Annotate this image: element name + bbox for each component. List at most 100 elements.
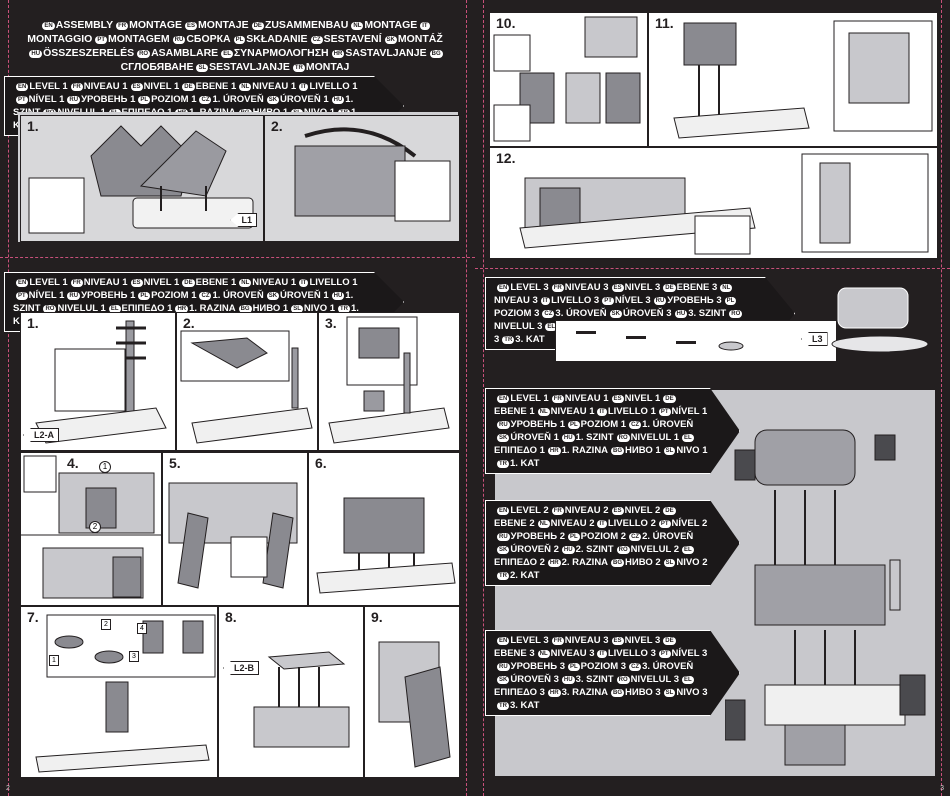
language-label: 2. ÚROVEŇ [642, 531, 694, 542]
language-code-badge: CZ [631, 664, 640, 670]
language-code-badge: RO [137, 50, 151, 58]
language-code-badge: BG [613, 560, 623, 566]
step-1-panel: 1. L1 [20, 115, 264, 242]
language-code-badge: ES [613, 638, 622, 644]
language-label: ÚROVEŇ 1 [510, 432, 559, 443]
step-number: 6. [315, 455, 327, 471]
language-label: POZIOM 1 [151, 94, 197, 105]
language-label: NIVEL 1 [143, 277, 180, 288]
language-code-badge: RO [731, 311, 741, 317]
language-code-badge: CZ [310, 36, 323, 44]
language-label: NIVEL 3 [624, 282, 661, 293]
language-code-badge: HU [333, 97, 343, 103]
language-code-badge: BG [240, 306, 250, 312]
l2b-tag: L2-B [223, 661, 259, 675]
language-code-badge: FR [72, 280, 81, 286]
language-code-badge: SL [665, 560, 674, 566]
language-label: NIVELUL 2 [630, 544, 679, 555]
language-code-badge: DE [665, 396, 674, 402]
language-label: SESTAVLJANJE [209, 61, 290, 73]
language-code-badge: EN [42, 22, 55, 30]
language-label: ΕΠΙΠΕΔΟ 1 [494, 445, 545, 456]
language-label: УРОВЕНЬ 3 [667, 295, 722, 306]
language-label: NIVEL 1 [624, 393, 661, 404]
language-label: MONTAGE [129, 19, 183, 31]
language-code-badge: EL [684, 677, 692, 683]
language-label: LIVELLO 3 [607, 648, 656, 659]
callout-2: 2 [89, 521, 101, 533]
language-code-badge: RU [69, 97, 79, 103]
language-code-badge: IT [599, 409, 605, 415]
language-code-badge: PT [604, 298, 612, 304]
step-number: 1. [27, 315, 39, 331]
step-number: 2. [183, 315, 195, 331]
language-code-badge: TR [499, 703, 507, 709]
language-code-badge: TR [504, 337, 513, 343]
language-label: 3. KAT [515, 334, 545, 345]
step-7-illustration [35, 614, 216, 773]
language-label: СБОРКА [186, 33, 231, 45]
language-label: 3. ÚROVEŇ [555, 308, 607, 319]
language-label: SKŁADANIE [246, 33, 308, 45]
language-code-badge: PT [660, 521, 669, 527]
step-9-illustration [378, 641, 451, 768]
step-1b-panel: 1. L2-A [20, 312, 176, 451]
language-label: LEVEL 1 [29, 81, 68, 92]
language-label: NIVEAU 1 [252, 277, 297, 288]
step-number: 12. [496, 150, 516, 166]
language-label: NIVEL 1 [143, 81, 180, 92]
language-code-badge: EL [547, 324, 556, 330]
language-label: NIVEAU 1 [550, 406, 595, 417]
step-1-illustration [28, 125, 254, 234]
language-code-badge: RO [45, 306, 55, 312]
language-label: MONTAGEM [108, 33, 170, 45]
step-7-panel: 7. 1 2 3 4 [20, 606, 218, 778]
language-code-badge: RO [618, 677, 628, 683]
language-label: СГЛОБЯВАНЕ [120, 61, 194, 73]
language-code-badge: HR [549, 690, 559, 696]
language-label: НИВО 2 [625, 557, 661, 568]
step-8-illustration [253, 651, 350, 748]
language-label: NIVEAU 1 [252, 81, 297, 92]
language-label: NÍVEL 3 [614, 295, 651, 306]
step-2b-illustration [180, 330, 313, 444]
language-code-badge: PL [570, 664, 578, 670]
language-code-badge: RU [499, 534, 508, 540]
step-9-panel: 9. [364, 606, 460, 778]
l3-placement-illustration [576, 331, 744, 351]
language-label: LEVEL 3 [510, 282, 549, 293]
language-label: НИВО 1 [252, 303, 289, 314]
page-number-left: 2 [6, 785, 10, 792]
language-code-badge: NL [241, 84, 250, 90]
language-code-badge: SL [665, 690, 674, 696]
step-12-illustration [519, 153, 929, 255]
language-code-badge: NL [241, 280, 250, 286]
language-label: POZIOM 1 [151, 290, 197, 301]
language-code-badge: IT [599, 651, 605, 657]
step-6-illustration [316, 497, 456, 594]
language-label: LIVELLO 1 [607, 406, 656, 417]
language-label: ÚROVEŇ 2 [510, 544, 559, 555]
language-label: 3. ÚROVEŇ [642, 661, 694, 672]
language-label: NIVELUL 1 [57, 303, 106, 314]
language-label: 2. RAZINA [561, 557, 609, 568]
language-code-badge: PL [726, 298, 735, 304]
language-code-badge: RU [499, 422, 508, 428]
language-label: NIVEAU 3 [550, 648, 595, 659]
language-code-badge: TR [499, 573, 507, 579]
language-label: EBENE 1 [195, 277, 237, 288]
language-label: EBENE 3 [494, 648, 535, 659]
language-label: LIVELLO 1 [309, 277, 358, 288]
language-label: NÍVEL 1 [28, 94, 65, 105]
step-number: 4. [67, 455, 79, 471]
step-4-illustration [21, 455, 161, 599]
language-label: POZIOM 2 [580, 531, 627, 542]
language-code-badge: SK [268, 97, 278, 103]
language-code-badge: HU [563, 547, 573, 553]
language-label: ÚROVEŇ 1 [280, 94, 329, 105]
step-8-panel: 8. L2-B [218, 606, 364, 778]
language-label: ΣΥΝΑΡΜΟΛΟΓΗΣΗ [233, 47, 329, 59]
